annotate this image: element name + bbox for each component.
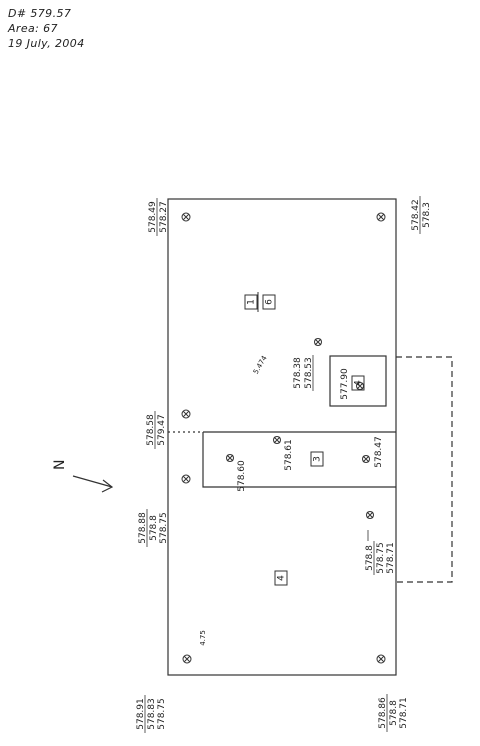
elev-mid-left-lower-2: 578.8 [149,515,159,541]
elev-bottom-right-2: 578.8 [389,700,399,726]
elev-mid-left-upper-1: 578.58 [146,414,156,446]
elev-bottom-right-3: 578.71 [399,697,409,729]
inner-room-walls [202,431,396,488]
unit-box-main [244,294,258,310]
elev-top-left-1: 578.49 [148,201,158,233]
small-room [329,355,387,407]
point-mid-left-upper [181,409,191,419]
point-center-a [314,338,322,346]
point-bottom-right [376,654,386,664]
elev-bottom-left-3: 578.75 [157,698,167,730]
point-center-d [362,455,370,463]
elev-right-mid-2: 578.75 [376,542,386,574]
elev-small-mark: 5.474 [252,354,269,376]
unit-lower-label: 4 [277,575,287,581]
point-center-c [273,436,281,444]
elev-mid-left-upper-2: 579.47 [157,414,167,446]
unit-box-mid-room [310,451,324,467]
datum-text: D# 579.57 [8,7,72,20]
elev-bottom-left-2: 578.83 [147,698,157,730]
date-text: 19 July, 2004 [8,37,85,50]
elev-bottom-right-1: 578.86 [378,697,388,729]
north-arrow [72,475,114,493]
unit-room-top-label: 4 [354,380,364,386]
unit-mid-room-label: 3 [313,456,323,462]
area-text: Area: 67 [8,22,58,35]
point-bottom-left [182,654,192,664]
unit-box-main-sub [262,294,276,310]
elev-mid-left-lower-1: 578.88 [138,512,148,544]
elev-top-right-2: 578.3 [422,202,432,228]
outer-wall [167,198,397,676]
elev-top-right-1: 578.42 [411,199,421,231]
point-center-b [226,454,234,462]
point-top-right [376,212,386,222]
unit-main-label: 1 [247,299,257,305]
unit-box-room-top [351,375,365,391]
elev-bottom-left-1: 578.91 [136,698,146,730]
elev-center-a-2: 578.38 [293,357,303,389]
elev-room-top: 577.90 [340,368,350,400]
elev-right-mid-1: 578.8 [365,545,375,571]
point-top-left [181,212,191,222]
elev-center-a-1: 578.53 [304,357,314,389]
elev-right-mid-3: 578.71 [386,542,396,574]
north-label: N [52,460,68,470]
unit-main-sub-label: 6 [265,299,275,305]
elev-center-c: 578.61 [284,439,294,471]
header-notes: D# 579.57 Area: 67 19 July, 2004 [8,6,85,51]
elev-center-b: 578.60 [237,460,247,492]
elev-small-mark-bottom: 4.75 [199,630,207,646]
point-mid-left-lower [181,474,191,484]
elev-mid-left-lower-3: 578.75 [159,512,169,544]
point-right-mid [366,511,374,519]
elev-center-d: 578.47 [374,436,384,468]
unit-box-lower [274,570,288,586]
dashed-extension [396,356,453,583]
elev-top-left-2: 578.27 [159,201,169,233]
